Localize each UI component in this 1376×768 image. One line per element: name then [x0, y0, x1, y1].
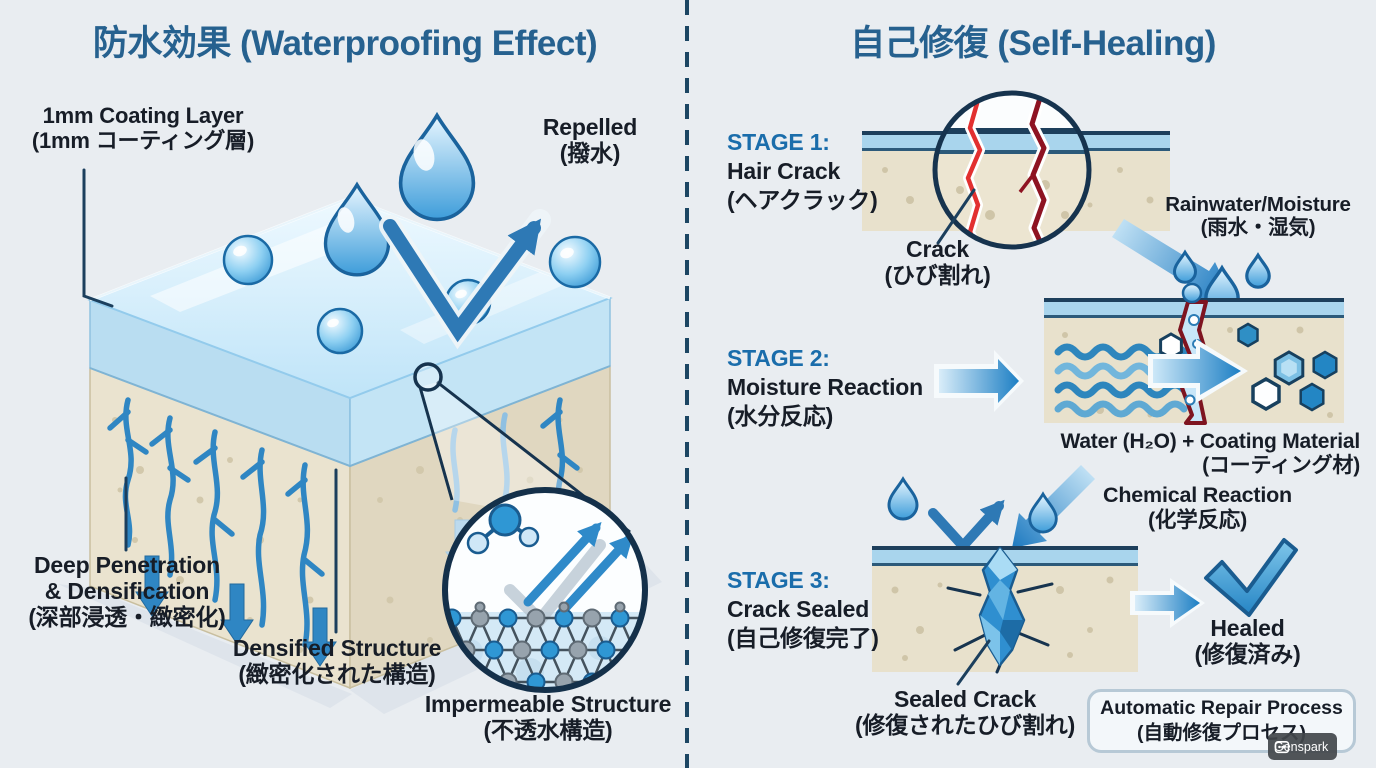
stage2-heading: STAGE 2: Moisture Reaction (水分反応) [727, 345, 923, 429]
genspark-label: Genspark [1274, 739, 1329, 754]
healed-label: Healed (修復済み) [1194, 615, 1301, 668]
panel-divider [685, 0, 689, 768]
stage3-block [872, 546, 1138, 674]
leader-lines [82, 168, 338, 634]
automatic-repair-line2: (自動修復プロセス) [1137, 722, 1306, 744]
stage1-heading: STAGE 1: Hair Crack (ヘアクラック) [727, 129, 878, 213]
genspark-watermark[interactable]: Genspark [1268, 733, 1338, 760]
waterproofing-illustration [58, 113, 662, 714]
densified-structure-label: Densified Structure (緻密化された構造) [232, 635, 442, 688]
sealed-crack-label: Sealed Crack (修復されたひび割れ) [854, 686, 1076, 739]
repel-bounce-arrow-icon [379, 209, 551, 350]
repelled-label: Repelled (撥水) [542, 114, 638, 167]
reaction-label-bottom: Chemical Reaction (化学反応) [1103, 483, 1292, 532]
genspark-icon [1274, 740, 1290, 753]
deep-penetration-label: Deep Penetration & Densification (深部浸透・緻… [28, 552, 226, 631]
bounce-arrows-icon [523, 521, 634, 619]
impermeable-structure-label: Impermeable Structure (不透水構造) [424, 691, 672, 744]
rainwater-label: Rainwater/Moisture (雨水・湿気) [1165, 193, 1351, 240]
repel-bounce-arrow-small [928, 499, 1005, 554]
reaction-arrow-in-block [1148, 339, 1248, 403]
healed-check-icon [1204, 538, 1298, 617]
water-waves-icon [1054, 343, 1188, 418]
water-drop-icons [323, 113, 476, 277]
reaction-label-top: Water (H₂O) + Coating Material (コーティング材) [1060, 430, 1360, 477]
leader-lines-right [936, 188, 991, 686]
arrow-stage1-to-stage2 [1112, 219, 1232, 299]
left-panel-title: 防水効果 (Waterproofing Effect) [92, 24, 598, 63]
right-panel-title: 自己修復 (Self-Healing) [850, 24, 1216, 63]
coating-layer [87, 196, 613, 468]
crack-magnifier [932, 90, 1092, 250]
self-healing-illustration [862, 90, 1344, 686]
crack-callout-label: Crack (ひび割れ) [884, 236, 991, 289]
stage3-heading: STAGE 3: Crack Sealed (自己修復完了) [727, 567, 879, 651]
coating-layer-label: 1mm Coating Layer (1mm コーティング層) [31, 103, 255, 154]
arrow-to-healed [1130, 578, 1205, 628]
automatic-repair-line1: Automatic Repair Process [1100, 696, 1343, 719]
water-molecule-icon [466, 503, 540, 555]
penetration-channels [107, 397, 580, 648]
crystal-hexagon-icons [1237, 322, 1338, 412]
stage2-block [1044, 282, 1344, 425]
arrow-to-stage2-block [934, 350, 1024, 412]
